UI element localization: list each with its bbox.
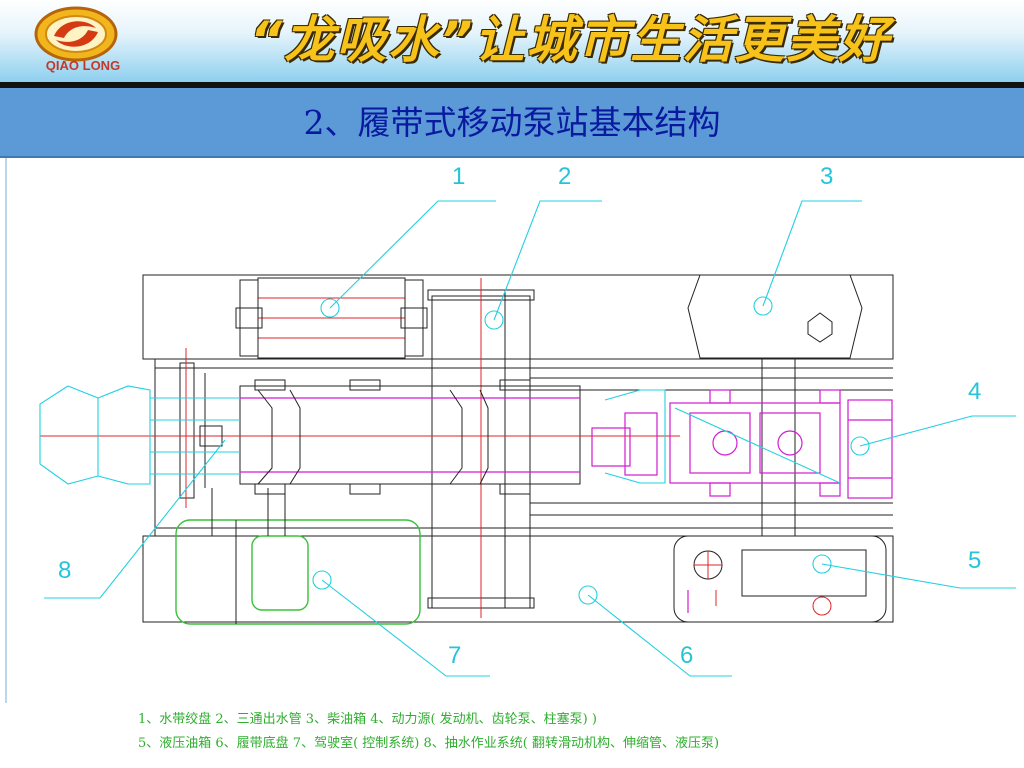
legend-line-2: 5、液压油箱 6、履带底盘 7、驾驶室( 控制系统) 8、抽水作业系统( 翻转滑… (138, 736, 720, 751)
callout-7: 7 (448, 642, 461, 669)
logo-emblem-icon (34, 6, 118, 62)
title-bar (0, 88, 1024, 158)
slide-title: 2、履带式移动泵站基本结构 (303, 103, 721, 142)
lower-track (142, 535, 894, 623)
leader-lines (44, 200, 1016, 677)
hydraulic-tank (673, 535, 887, 623)
power-source (591, 389, 893, 499)
logo-text: QIAO LONG (45, 58, 121, 73)
component-legend: 1、水带绞盘 2、三通出水管 3、柴油箱 4、动力源( 发动机、齿轮泵、柱塞泵)… (138, 708, 719, 756)
callout-1: 1 (452, 163, 465, 190)
header-banner: QIAO LONG “龙吸水”让城市生活更美好 (0, 0, 1024, 82)
slogan-banner: “龙吸水”让城市生活更美好 (250, 11, 891, 69)
diesel-tank (687, 274, 863, 359)
callout-2: 2 (558, 163, 571, 190)
callout-4: 4 (968, 378, 981, 405)
upper-track (142, 274, 894, 360)
outlet-pipe (427, 278, 535, 618)
pump-station-diagram: 1 2 3 4 5 6 7 8 (5, 158, 1016, 703)
callout-5: 5 (968, 547, 981, 574)
qiaolong-logo: QIAO LONG (28, 6, 138, 78)
header-divider (0, 82, 1024, 88)
legend-line-1: 1、水带绞盘 2、三通出水管 3、柴油箱 4、动力源( 发动机、齿轮泵、柱塞泵)… (138, 712, 597, 727)
callout-6: 6 (680, 642, 693, 669)
suction-boom (39, 348, 680, 508)
callout-8: 8 (58, 557, 71, 584)
callout-3: 3 (820, 163, 833, 190)
hose-reel (235, 277, 428, 359)
cab (175, 488, 421, 625)
